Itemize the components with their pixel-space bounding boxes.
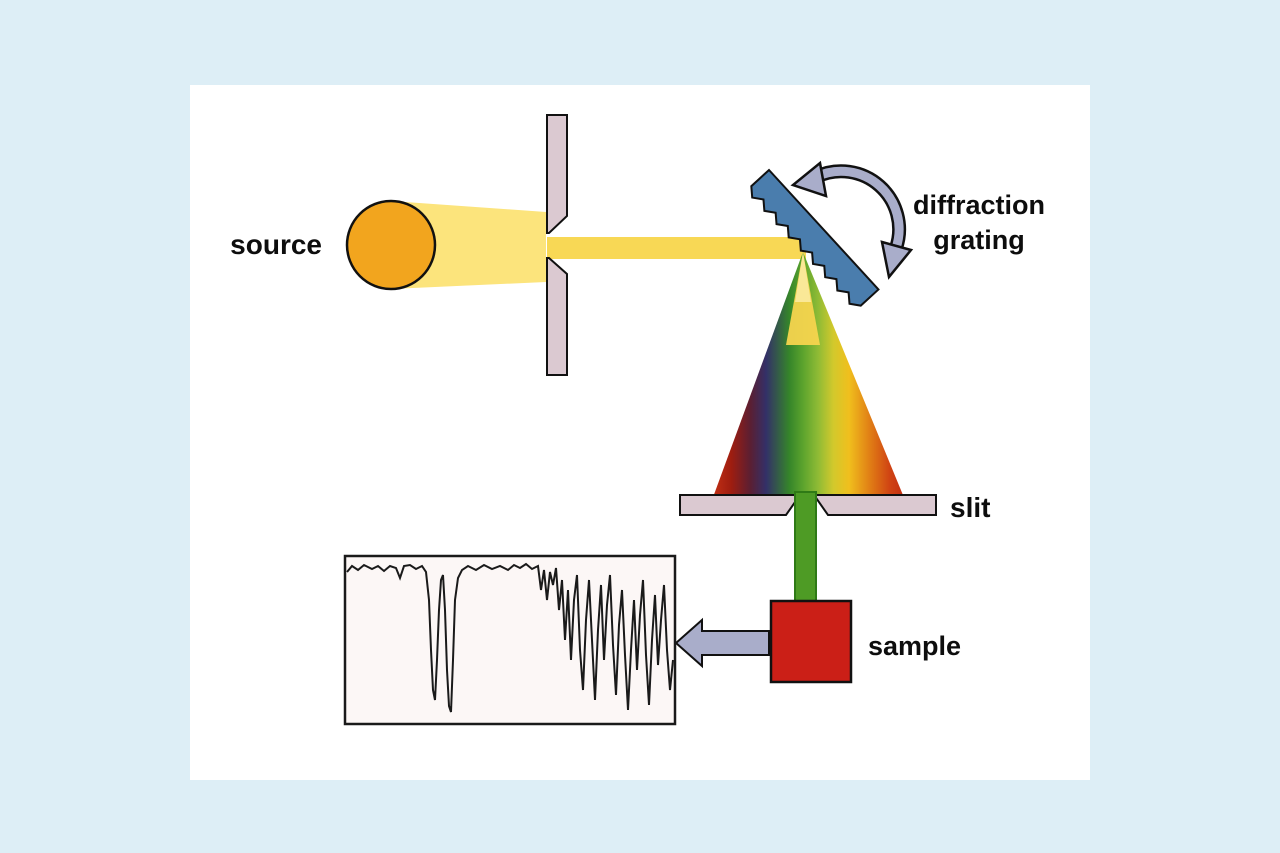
spectrum-trace bbox=[346, 562, 674, 713]
spectrum-chart-box bbox=[343, 554, 677, 726]
slit-label: slit bbox=[950, 492, 991, 523]
output-arrow bbox=[674, 617, 770, 669]
rotation-arrow-shaft bbox=[814, 166, 904, 250]
diffraction-grating-label: diffraction grating bbox=[913, 190, 1045, 255]
exit-slit-right-plate bbox=[812, 494, 937, 516]
dispersed-spectrum-fan bbox=[712, 252, 905, 500]
sample-cell bbox=[769, 599, 853, 684]
monochromatic-green-beam bbox=[794, 491, 817, 605]
rotation-arrowhead-top bbox=[790, 160, 828, 198]
fan-apex-highlight bbox=[795, 252, 811, 302]
source-beam-narrow bbox=[547, 237, 806, 259]
light-source-circle bbox=[345, 199, 437, 291]
exit-slit-left-plate bbox=[679, 494, 802, 516]
rotation-arrowhead-bottom bbox=[880, 240, 914, 280]
grating-bar bbox=[750, 168, 880, 307]
entrance-slit-bottom-plate bbox=[546, 257, 568, 376]
entrance-slit-top-plate bbox=[546, 114, 568, 234]
diffraction-grating bbox=[750, 168, 880, 307]
sample-label: sample bbox=[868, 631, 962, 661]
source-label: source bbox=[230, 229, 322, 260]
